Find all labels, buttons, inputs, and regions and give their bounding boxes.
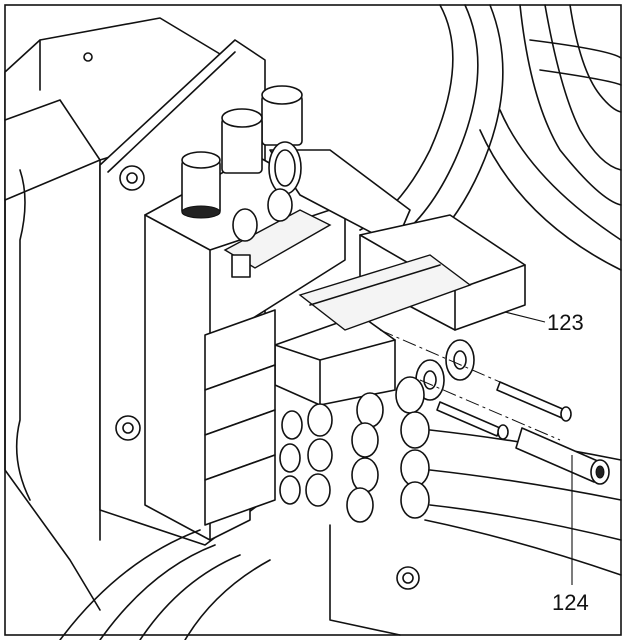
top-fittings — [181, 85, 411, 246]
solenoid-valves — [274, 214, 526, 406]
background-housing — [4, 17, 231, 611]
callout-124: 124 — [552, 590, 589, 615]
stacked-segments — [204, 309, 276, 526]
callout-123: 123 — [547, 310, 584, 335]
leader-lines — [504, 311, 573, 585]
push-in-fittings — [279, 339, 475, 523]
center-lines — [379, 329, 561, 441]
screws — [436, 381, 610, 485]
